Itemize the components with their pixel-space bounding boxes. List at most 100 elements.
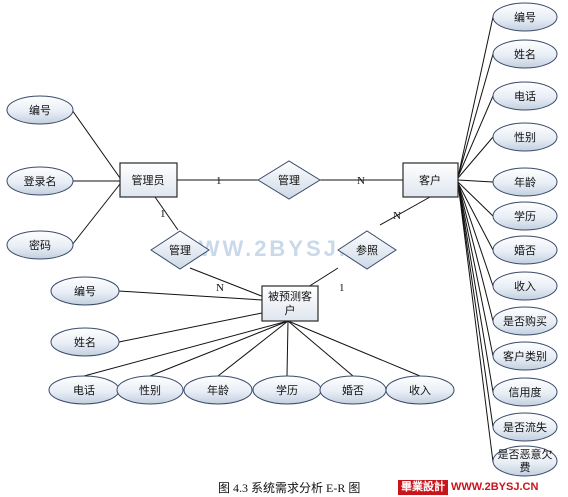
attribute-label: 姓名 xyxy=(514,47,536,61)
relationship-refer: 参照 xyxy=(337,230,397,270)
attribute-label: 是否流失 xyxy=(503,420,547,434)
predicted-attribute: 性别 xyxy=(116,375,184,405)
manager-attribute: 登录名 xyxy=(6,166,74,196)
customer-attribute: 编号 xyxy=(492,2,558,32)
predicted-attribute: 电话 xyxy=(48,375,120,405)
predicted-attribute: 编号 xyxy=(50,276,120,306)
predicted-attribute: 年龄 xyxy=(183,375,253,405)
customer-attribute: 客户类别 xyxy=(492,341,558,371)
attribute-label: 年龄 xyxy=(514,175,536,189)
attribute-label: 性别 xyxy=(514,130,536,144)
edge-predicted-attr-4 xyxy=(149,320,289,377)
attribute-label: 编号 xyxy=(514,10,536,24)
cardinality-refer-predicted: 1 xyxy=(339,282,345,294)
attribute-label: 学历 xyxy=(514,209,536,223)
edge-predicted-attr-6 xyxy=(286,320,289,377)
edge-manager-attr-1 xyxy=(71,109,121,179)
predicted-attribute: 婚否 xyxy=(319,375,387,405)
attribute-label: 客户类别 xyxy=(503,349,547,363)
entity-label-line-1: 被预测客 xyxy=(268,289,312,303)
cardinality-manage1-customer: N xyxy=(357,175,365,187)
edge-refer-predicted xyxy=(307,267,339,288)
edge-customer-attr-4 xyxy=(457,136,494,179)
entity-label: 管理员 xyxy=(132,173,165,187)
attribute-label: 信用度 xyxy=(509,385,542,399)
relationship-label: 参照 xyxy=(356,243,378,257)
predicted-attribute: 姓名 xyxy=(50,327,120,357)
entity-label-line-2: 户 xyxy=(285,303,296,317)
customer-attribute: 婚否 xyxy=(492,235,558,265)
relationship-manage-predicted: 管理 xyxy=(150,230,210,270)
edge-manager-attr-3 xyxy=(71,183,121,246)
manager-attribute: 密码 xyxy=(6,230,74,260)
attribute-label: 编号 xyxy=(29,103,51,117)
site-logo: 畢業設計 WWW.2BYSJ.CN xyxy=(398,480,538,495)
attribute-label: 性别 xyxy=(139,383,161,397)
edge-customer-attr-1 xyxy=(457,16,494,178)
attribute-label: 登录名 xyxy=(24,174,57,188)
attribute-label: 编号 xyxy=(74,284,96,298)
relationship-manage-customer: 管理 xyxy=(257,160,321,200)
edge-predicted-attr-2 xyxy=(118,312,263,343)
edge-customer-attr-8 xyxy=(457,182,494,287)
cardinality-manager-manage2: 1 xyxy=(160,208,166,220)
edge-predicted-attr-5 xyxy=(217,320,289,377)
edge-customer-attr-6 xyxy=(457,181,494,217)
attribute-label: 密码 xyxy=(29,238,51,252)
relationship-label: 管理 xyxy=(278,173,300,187)
predicted-attribute: 学历 xyxy=(252,375,322,405)
cardinality-manage2-predicted: N xyxy=(216,282,224,294)
edge-predicted-attr-7 xyxy=(287,320,354,377)
edge-customer-attr-7 xyxy=(457,182,494,251)
edge-customer-attr-2 xyxy=(457,53,494,178)
logo-domain: WWW.2BYSJ.CN xyxy=(451,481,539,493)
edge-customer-attr-12 xyxy=(457,182,494,428)
figure-caption: 图 4.3 系统需求分析 E-R 图 xyxy=(218,481,361,495)
customer-attribute: 是否流失 xyxy=(492,412,558,442)
customer-attribute: 信用度 xyxy=(492,377,558,407)
customer-attribute: 年龄 xyxy=(492,167,558,197)
predicted-attribute: 收入 xyxy=(385,375,455,405)
customer-attribute: 电话 xyxy=(492,81,558,111)
customer-attribute: 是否恶意欠 费 xyxy=(492,445,558,477)
edge-predicted-attr-3 xyxy=(83,320,289,377)
edge-layer xyxy=(71,16,494,463)
customer-attribute: 性别 xyxy=(492,122,558,152)
attribute-label: 婚否 xyxy=(342,383,364,397)
attribute-label: 学历 xyxy=(276,383,298,397)
edge-customer-attr-10 xyxy=(457,182,494,357)
edge-predicted-attr-1 xyxy=(118,290,263,301)
entity-predicted-customer: 被预测客 户 xyxy=(261,285,319,322)
edge-customer-attr-9 xyxy=(457,182,494,322)
attribute-label: 年龄 xyxy=(207,383,229,397)
er-diagram: WWW.2BYSJ.CN xyxy=(6,2,558,477)
edge-manager-manage2 xyxy=(154,196,179,231)
edge-customer-attr-3 xyxy=(457,95,494,178)
attribute-label: 是否购买 xyxy=(503,314,547,328)
customer-attribute: 姓名 xyxy=(492,39,558,69)
cardinality-customer-refer: N xyxy=(393,210,401,222)
customer-attribute: 收入 xyxy=(492,271,558,301)
attribute-label-line-1: 是否恶意欠 xyxy=(498,447,553,461)
attribute-label: 收入 xyxy=(514,279,536,293)
edge-customer-refer xyxy=(379,196,431,226)
edge-customer-attr-11 xyxy=(457,182,494,393)
entity-label: 客户 xyxy=(419,173,441,187)
customer-attribute: 学历 xyxy=(492,201,558,231)
attribute-label: 姓名 xyxy=(74,335,96,349)
edge-customer-attr-5 xyxy=(457,179,494,183)
attribute-label: 婚否 xyxy=(514,243,536,257)
entity-manager: 管理员 xyxy=(119,162,178,198)
edge-customer-attr-13 xyxy=(457,182,494,463)
attribute-label: 电话 xyxy=(73,384,95,397)
edge-manage2-predicted xyxy=(189,267,265,298)
attribute-label-line-2: 费 xyxy=(520,461,531,474)
attribute-label: 电话 xyxy=(514,90,536,103)
manager-attribute: 编号 xyxy=(6,95,74,125)
edge-predicted-attr-8 xyxy=(287,320,421,377)
logo-badge: 畢業設計 xyxy=(398,480,448,495)
cardinality-manager-manage1: 1 xyxy=(216,175,222,187)
relationship-label: 管理 xyxy=(169,243,191,257)
attribute-label: 收入 xyxy=(409,383,431,397)
customer-attribute: 是否购买 xyxy=(492,306,558,336)
